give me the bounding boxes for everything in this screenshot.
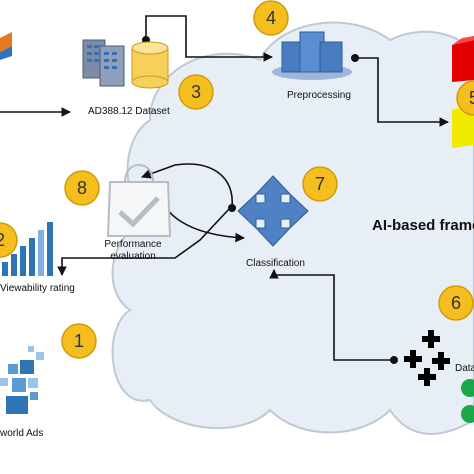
step-badge-3: 3 [178, 74, 214, 110]
performance-evaluation-icon [106, 163, 172, 237]
step-badge-number: 3 [191, 82, 201, 102]
viewability-label: Viewability rating [0, 283, 75, 294]
db-to-preprocessing-line [145, 15, 273, 62]
step-badge-circle [253, 0, 289, 36]
classification-to-viewability-line [57, 207, 231, 276]
step-badge-1: 1 [61, 323, 97, 359]
ads-label: world Ads [0, 428, 43, 439]
step-badge-circle [302, 166, 338, 202]
step-badge-number: 7 [315, 174, 325, 194]
preprocessing-icon [272, 31, 352, 80]
data-points-icon [404, 330, 450, 386]
classification-icon [237, 175, 309, 247]
preprocessing-connector-dot [351, 54, 359, 62]
step-badge-number: 5 [469, 88, 474, 108]
ads-icon [0, 346, 44, 414]
framework-title: AI-based frame [372, 217, 474, 234]
data-label: Data [455, 363, 474, 374]
step-badge-5: 5 [456, 80, 474, 116]
data-to-classification-line [269, 269, 395, 361]
source-cube-icon [0, 32, 12, 60]
step-badge-circle [178, 74, 214, 110]
preprocessing-to-output-line [355, 57, 449, 127]
step-badge-number: 2 [0, 230, 5, 250]
step-badge-2: 2 [0, 222, 18, 258]
viewability-chart-icon [2, 222, 53, 276]
step-badge-circle [64, 170, 100, 206]
data-circles-icon [461, 379, 474, 423]
classification-connector-dot [228, 204, 236, 212]
server-database-icon [82, 39, 169, 89]
step-badge-circle [61, 323, 97, 359]
step-badge-number: 4 [266, 8, 276, 28]
step-badge-6: 6 [438, 285, 474, 321]
output-cubes-icon [452, 36, 474, 148]
step-badge-circle [456, 80, 474, 116]
cloud-background [111, 21, 474, 435]
step-badges: 1 2 3 4 5 6 7 8 [0, 0, 474, 359]
step-badge-circle [0, 222, 18, 258]
step-badge-4: 4 [253, 0, 289, 36]
step-badge-number: 8 [77, 178, 87, 198]
step-badge-8: 8 [64, 170, 100, 206]
step-badge-number: 1 [74, 331, 84, 351]
classification-to-performance-line [141, 163, 233, 209]
step-badge-circle [438, 285, 474, 321]
connectors [0, 15, 449, 361]
step-badge-7: 7 [302, 166, 338, 202]
data-connector-dot [390, 356, 398, 364]
performance-label-line1: Performance [104, 239, 162, 250]
performance-label-line2: evaluation [110, 251, 156, 262]
preprocessing-label: Preprocessing [287, 90, 351, 101]
dataset-label: AD388.12 Dataset [88, 106, 170, 117]
step-badge-number: 6 [451, 293, 461, 313]
classification-label: Classification [246, 258, 305, 269]
